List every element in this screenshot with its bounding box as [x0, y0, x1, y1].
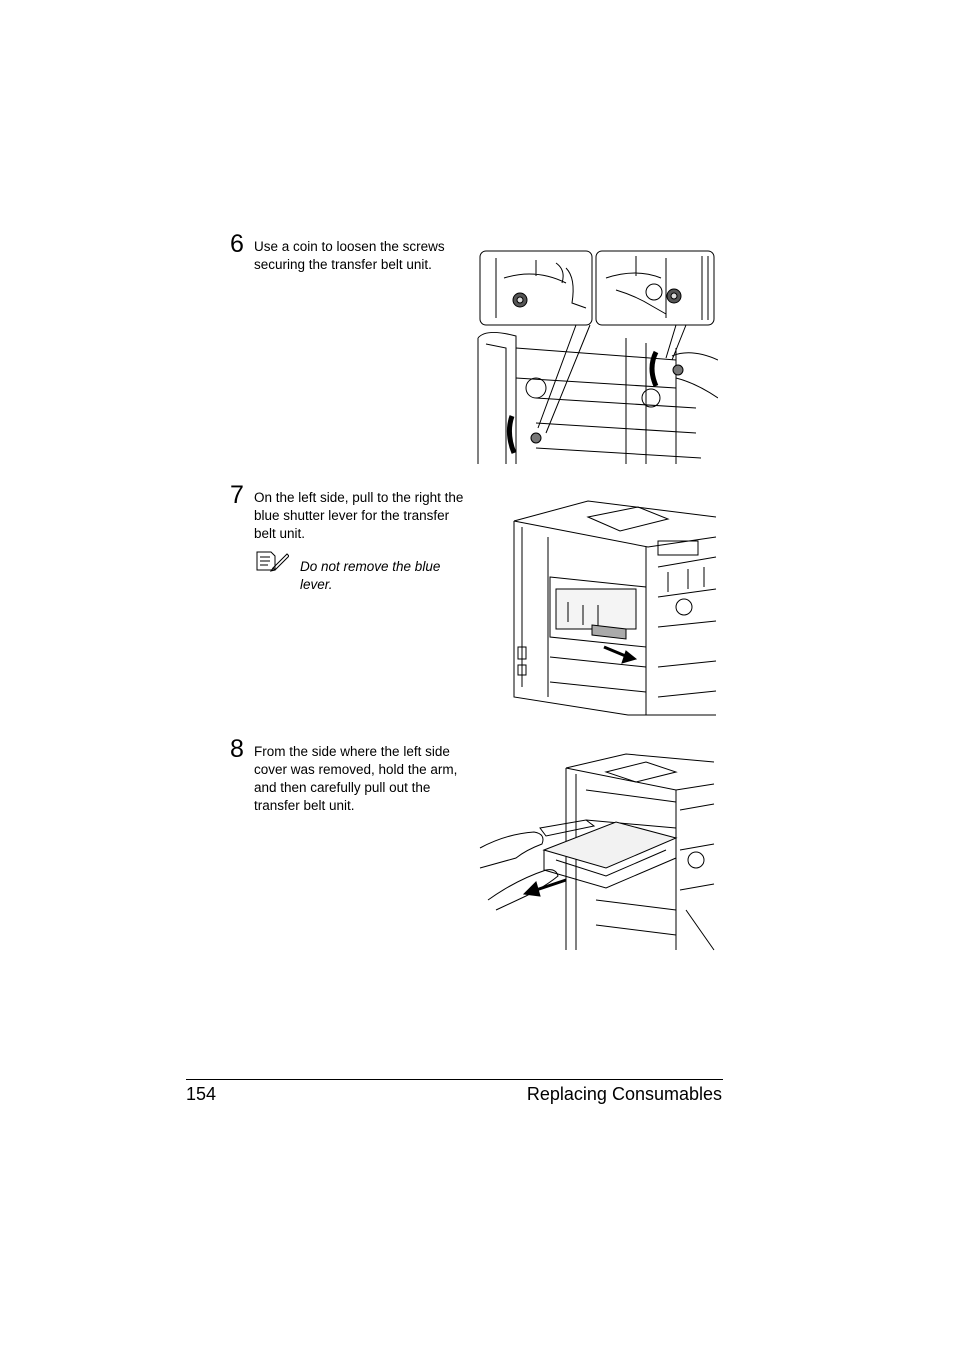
step-7-text: On the left side, pull to the right the …: [254, 490, 464, 541]
step-6-text: Use a coin to loosen the screws securing…: [254, 239, 445, 272]
step-7-note-text: Do not remove the blue lever.: [300, 559, 441, 592]
section-title: Replacing Consumables: [526, 1084, 722, 1104]
step-6-illustration: [477, 250, 718, 464]
step-8-text: From the side where the left side cover …: [254, 744, 458, 813]
step-8-illustration: [479, 753, 715, 951]
step-6-number: 6: [230, 230, 244, 258]
step-8-number: 8: [230, 735, 244, 763]
step-7-number: 7: [230, 481, 244, 509]
step-7-illustration: [513, 500, 717, 716]
page-number: 154: [186, 1084, 217, 1104]
footer-divider: [186, 1079, 723, 1080]
note-pencil-icon: [256, 551, 289, 572]
